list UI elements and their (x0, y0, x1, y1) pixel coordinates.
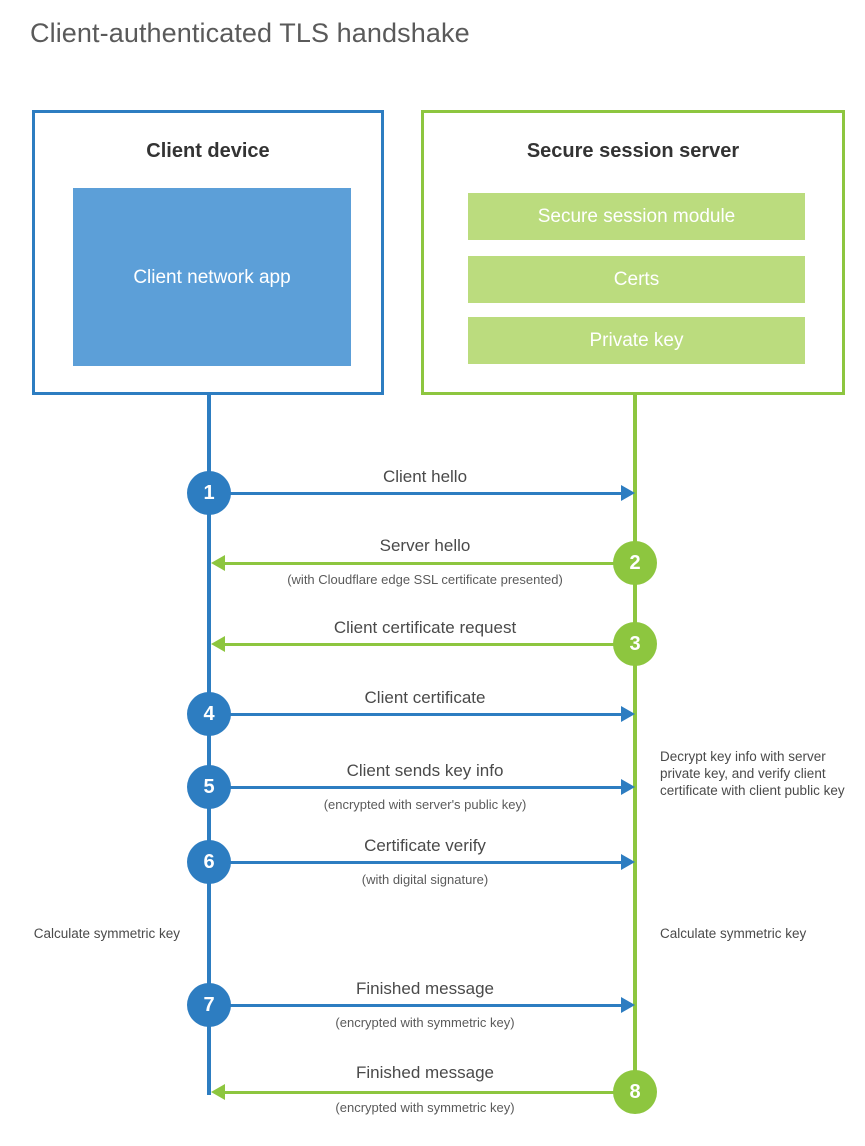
step-5-sublabel: (encrypted with server's public key) (323, 797, 527, 812)
client-lifeline (207, 393, 211, 1095)
step-8-sublabel: (encrypted with symmetric key) (335, 1100, 515, 1115)
server-lifeline (633, 393, 637, 1095)
step-4-circle: 4 (187, 692, 231, 736)
step-7-arrow-head-icon (621, 997, 635, 1013)
step-6-arrow-line (209, 861, 621, 864)
step-2-arrow-line (225, 562, 635, 565)
step-6-circle: 6 (187, 840, 231, 884)
server-calculate-symmetric-key-note: Calculate symmetric key (660, 926, 807, 941)
step-3-label: Client certificate request (333, 618, 517, 637)
step-5-label: Client sends key info (346, 761, 504, 780)
step-8-arrow-head-icon (211, 1084, 225, 1100)
server-component-private-key: Private key (468, 317, 805, 364)
step-2-circle: 2 (613, 541, 657, 585)
step-7-sublabel: (encrypted with symmetric key) (335, 1015, 515, 1030)
server-component-certs: Certs (468, 256, 805, 303)
client-device-title: Client device (146, 140, 270, 162)
page-title: Client-authenticated TLS handshake (30, 18, 470, 48)
step-4-arrow-line (209, 713, 621, 716)
step-1-label: Client hello (382, 467, 468, 486)
step-7-arrow-line (209, 1004, 621, 1007)
step-8-circle: 8 (613, 1070, 657, 1114)
step-5-arrow-head-icon (621, 779, 635, 795)
step-8-label: Finished message (356, 1063, 494, 1082)
step-8-arrow-line (225, 1091, 635, 1094)
step-5-circle: 5 (187, 765, 231, 809)
client-network-app-block: Client network app (73, 188, 351, 366)
step-2-label: Server hello (379, 536, 471, 555)
step-6-arrow-head-icon (621, 854, 635, 870)
step-4-arrow-head-icon (621, 706, 635, 722)
server-component-secure-session-module: Secure session module (468, 193, 805, 240)
step-6-label: Certificate verify (364, 836, 486, 855)
client-device-box: Client device Client network app (32, 110, 384, 395)
secure-session-server-box: Secure session server Secure session mod… (421, 110, 845, 395)
step-1-arrow-head-icon (621, 485, 635, 501)
step-5-arrow-line (209, 786, 621, 789)
secure-session-server-title: Secure session server (526, 140, 740, 162)
client-calculate-symmetric-key-note: Calculate symmetric key (33, 926, 180, 941)
step-1-circle: 1 (187, 471, 231, 515)
step-2-arrow-head-icon (211, 555, 225, 571)
step-7-circle: 7 (187, 983, 231, 1027)
step-3-circle: 3 (613, 622, 657, 666)
step-1-arrow-line (209, 492, 621, 495)
step-4-label: Client certificate (364, 688, 486, 707)
step-3-arrow-line (225, 643, 635, 646)
step-7-label: Finished message (356, 979, 494, 998)
step-6-sublabel: (with digital signature) (361, 872, 489, 887)
step-2-sublabel: (with Cloudflare edge SSL certificate pr… (287, 572, 563, 587)
server-decrypt-note: Decrypt key info with server private key… (660, 749, 845, 798)
step-3-arrow-head-icon (211, 636, 225, 652)
